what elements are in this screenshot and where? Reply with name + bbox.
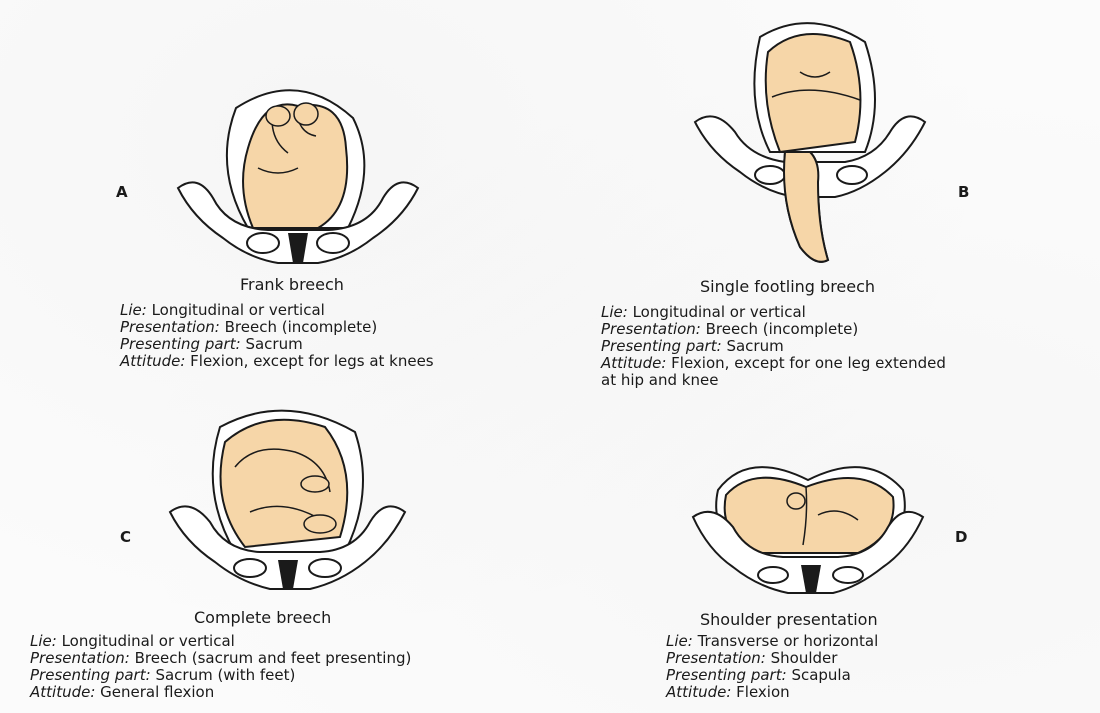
description-row: Presenting part: Scapula bbox=[666, 667, 878, 684]
panel-letter: B bbox=[958, 183, 969, 201]
panel-letter: A bbox=[116, 183, 128, 201]
panel-letter: C bbox=[120, 528, 131, 546]
description-row: Lie: Transverse or horizontal bbox=[666, 633, 878, 650]
description-row: Attitude: General flexion bbox=[30, 684, 411, 701]
description-row: Lie: Longitudinal or vertical bbox=[601, 304, 946, 321]
panel-description: Lie: Transverse or horizontal Presentati… bbox=[666, 633, 878, 701]
panel-caption: Single footling breech bbox=[700, 277, 875, 296]
complete-breech-illustration bbox=[165, 402, 405, 602]
description-row: Presentation: Breech (sacrum and feet pr… bbox=[30, 650, 411, 667]
description-row: Presentation: Breech (incomplete) bbox=[601, 321, 946, 338]
panel-caption: Shoulder presentation bbox=[700, 610, 878, 629]
description-row: Presenting part: Sacrum bbox=[601, 338, 946, 355]
panel-description: Lie: Longitudinal or vertical Presentati… bbox=[601, 304, 946, 389]
description-row: Attitude: Flexion, except for one leg ex… bbox=[601, 355, 946, 372]
description-row: at hip and knee bbox=[601, 372, 946, 389]
description-row: Presenting part: Sacrum (with feet) bbox=[30, 667, 411, 684]
description-row: Attitude: Flexion, except for legs at kn… bbox=[120, 353, 434, 370]
description-row: Presenting part: Sacrum bbox=[120, 336, 434, 353]
panel-description: Lie: Longitudinal or vertical Presentati… bbox=[30, 633, 411, 701]
panel-description: Lie: Longitudinal or vertical Presentati… bbox=[120, 302, 434, 370]
description-row: Lie: Longitudinal or vertical bbox=[30, 633, 411, 650]
frank-breech-illustration bbox=[178, 78, 418, 278]
shoulder-presentation-illustration bbox=[688, 455, 928, 605]
single-footling-breech-illustration bbox=[690, 12, 930, 272]
description-row: Presentation: Breech (incomplete) bbox=[120, 319, 434, 336]
panel-letter: D bbox=[955, 528, 967, 546]
description-row: Presentation: Shoulder bbox=[666, 650, 878, 667]
description-row: Attitude: Flexion bbox=[666, 684, 878, 701]
description-row: Lie: Longitudinal or vertical bbox=[120, 302, 434, 319]
panel-caption: Frank breech bbox=[240, 275, 344, 294]
panel-caption: Complete breech bbox=[194, 608, 331, 627]
